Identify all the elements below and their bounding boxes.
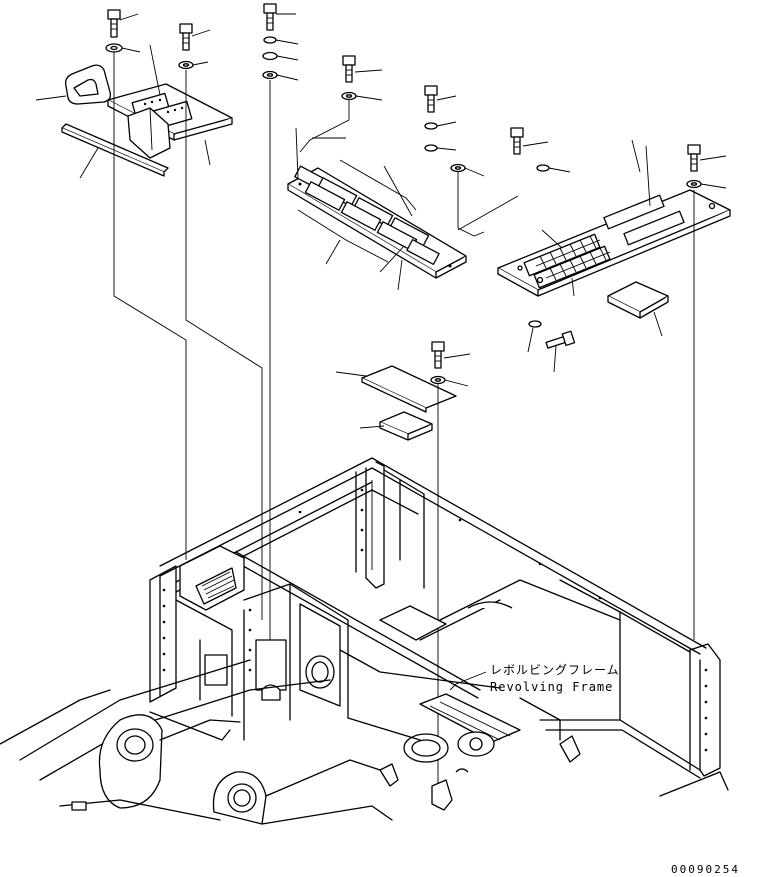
bolt — [687, 144, 727, 172]
washer — [424, 122, 438, 130]
bolt — [424, 85, 457, 113]
rubber-pad — [607, 281, 669, 337]
revolving-frame — [0, 457, 729, 825]
bolt — [545, 330, 576, 349]
mounted-step — [179, 545, 245, 611]
bolt — [179, 23, 211, 51]
grated-cover — [497, 139, 731, 297]
drawing-number: 00090254 — [671, 863, 740, 876]
bolt — [510, 127, 549, 155]
rubber-pad — [379, 411, 433, 441]
step-bracket — [107, 44, 233, 166]
frame-label-en: Revolving Frame — [490, 680, 613, 694]
rubber-strip — [61, 123, 169, 179]
washer — [263, 36, 277, 44]
center-cover-group — [262, 3, 519, 640]
left-step-group — [35, 9, 263, 620]
washer — [424, 144, 438, 152]
bolt — [107, 9, 139, 38]
small-plate-group — [335, 341, 471, 800]
washer — [105, 43, 141, 53]
right-cover-group — [497, 127, 731, 640]
frame-label-jp: レボルビングフレーム — [490, 663, 620, 677]
bolt — [342, 55, 383, 83]
washer — [178, 60, 209, 70]
hand-grip — [35, 64, 112, 105]
cover-plate-long — [287, 165, 467, 279]
washer — [536, 164, 550, 172]
bolt — [431, 341, 471, 369]
washer — [262, 51, 278, 61]
bolt — [263, 3, 296, 31]
washer — [528, 320, 542, 328]
